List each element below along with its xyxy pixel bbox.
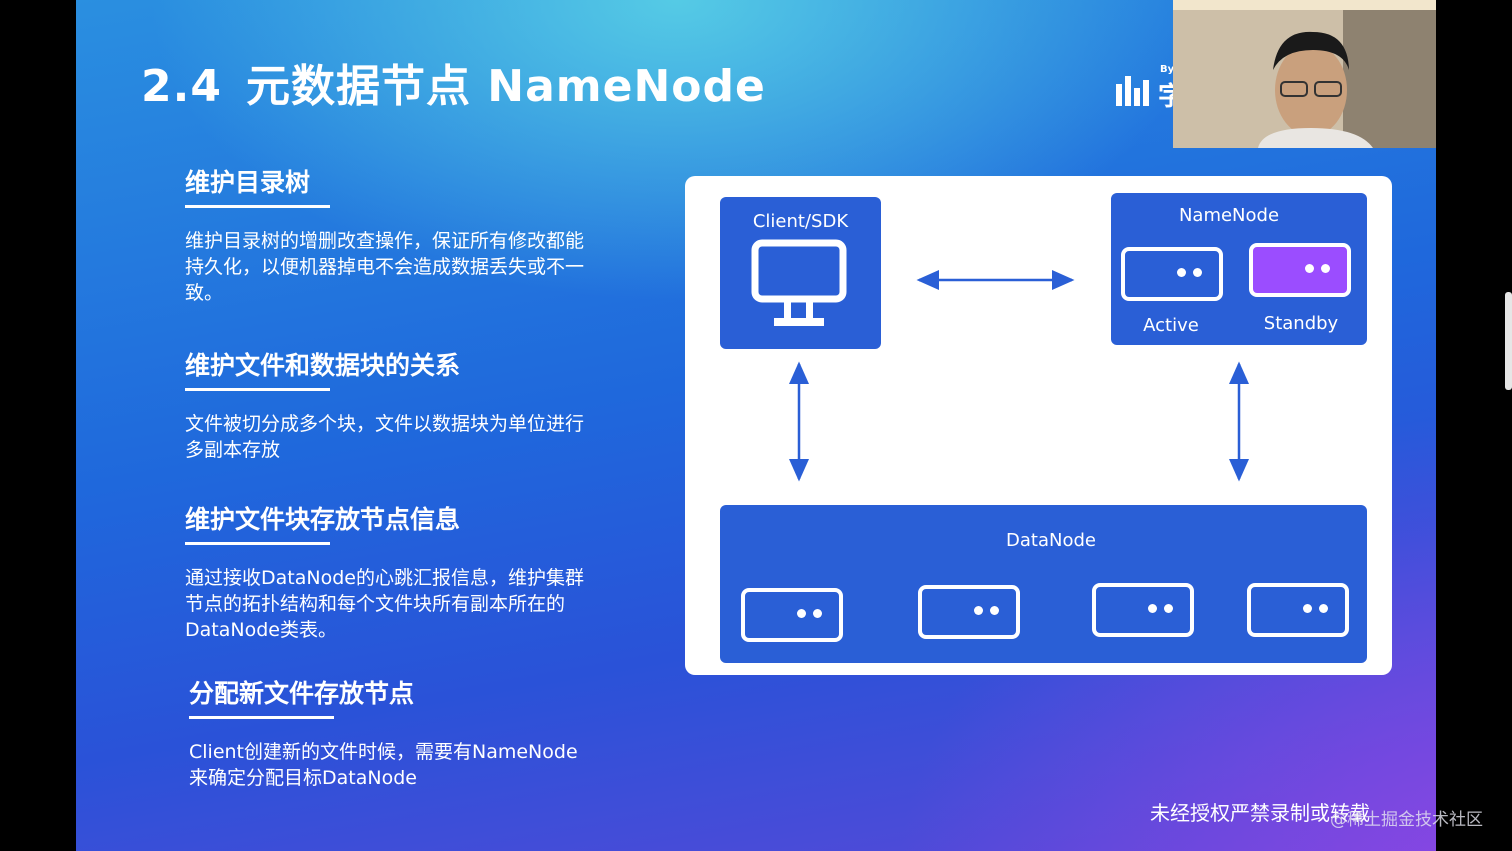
datanode-server-icon (1247, 583, 1349, 637)
monitor-icon (751, 239, 847, 326)
section-heading: 维护文件块存放节点信息 (185, 505, 461, 534)
datanode-server-icon (741, 588, 843, 642)
architecture-diagram: Client/SDK NameNode Active Standby DataN… (685, 176, 1392, 675)
section-text: 维护目录树的增删改查操作，保证所有修改都能持久化，以便机器掉电不会造成数据丢失或… (185, 230, 585, 304)
client-label: Client/SDK (752, 211, 849, 232)
webcam-overlay (1173, 0, 1436, 148)
client-sdk-box: Client/SDK (720, 197, 881, 349)
slide-title: 2.4 元数据节点 NameNode (141, 50, 766, 114)
heading-underline (185, 542, 330, 545)
bytedance-logo: By 字 (1116, 64, 1184, 112)
active-server-icon (1121, 247, 1223, 301)
namenode-label: NameNode (1178, 205, 1280, 226)
standby-label: Standby (1263, 313, 1339, 334)
active-label: Active (1143, 315, 1199, 336)
section-file-block-relation: 维护文件和数据块的关系 文件被切分成多个块，文件以数据块为单位进行多副本存放 (185, 346, 585, 463)
section-text: 通过接收DataNode的心跳汇报信息，维护集群节点的拓扑结构和每个文件块所有副… (185, 567, 584, 641)
datanode-server-icon (918, 585, 1020, 639)
title-text: 元数据节点 NameNode (245, 61, 766, 112)
section-block-location: 维护文件块存放节点信息 通过接收DataNode的心跳汇报信息，维护集群节点的拓… (185, 500, 585, 643)
section-number: 2.4 (141, 61, 222, 112)
section-heading: 分配新文件存放节点 (189, 679, 415, 708)
heading-underline (185, 205, 330, 208)
section-heading: 维护目录树 (185, 168, 311, 197)
section-text: 文件被切分成多个块，文件以数据块为单位进行多副本存放 (185, 413, 585, 461)
standby-server-icon (1249, 243, 1351, 297)
section-heading: 维护文件和数据块的关系 (185, 351, 461, 380)
datanode-box: DataNode (720, 505, 1367, 663)
heading-underline (189, 716, 334, 719)
scrollbar-thumb[interactable] (1505, 292, 1512, 390)
section-allocate-node: 分配新文件存放节点 Client创建新的文件时候，需要有NameNode来确定分… (189, 674, 589, 791)
copyright-watermark: 未经授权严禁录制或转载 (1150, 801, 1370, 825)
section-directory-tree: 维护目录树 维护目录树的增删改查操作，保证所有修改都能持久化，以便机器掉电不会造… (185, 163, 585, 306)
heading-underline (185, 388, 330, 391)
juejin-watermark: @稀土掘金技术社区 (1330, 810, 1483, 830)
datanode-server-icon (1092, 583, 1194, 637)
datanode-label: DataNode (1006, 530, 1096, 551)
section-text: Client创建新的文件时候，需要有NameNode来确定分配目标DataNod… (189, 741, 578, 789)
namenode-box: NameNode Active Standby (1111, 193, 1367, 345)
presenter-avatar (1173, 0, 1436, 148)
diagram-arrows (789, 270, 1249, 482)
